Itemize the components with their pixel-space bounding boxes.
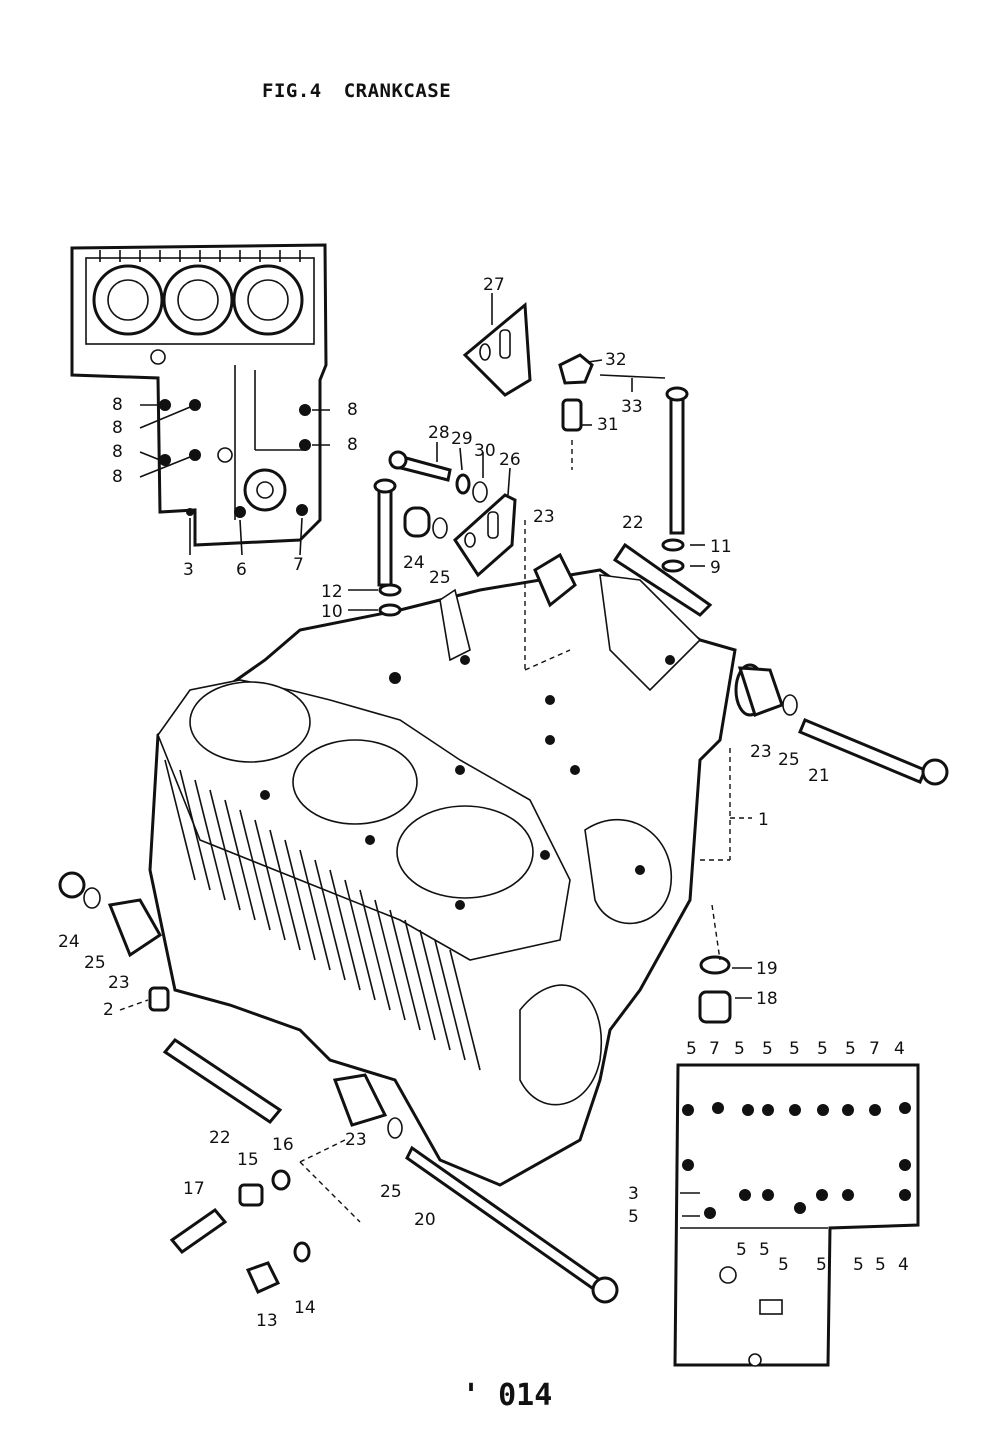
figure-number: FIG.4 [262, 80, 322, 102]
callout-8-d: 8 [112, 467, 123, 487]
callout-13: 13 [256, 1311, 278, 1331]
callout-15: 15 [237, 1150, 259, 1170]
callout-5-d: 5 [789, 1039, 800, 1059]
callout-18: 18 [756, 989, 778, 1009]
callout-22-bottom: 22 [209, 1128, 231, 1148]
callout-3-bottom: 3 [628, 1184, 639, 1204]
crankcase-body [148, 568, 737, 1187]
callout-7-top: 7 [293, 555, 304, 575]
callout-24-left: 24 [58, 932, 80, 952]
callout-31: 31 [597, 415, 619, 435]
callout-2: 2 [103, 1000, 114, 1020]
callout-5-k: 5 [816, 1255, 827, 1275]
callout-27: 27 [483, 275, 505, 295]
callout-5-a: 5 [686, 1039, 697, 1059]
page-number: ' 014 [462, 1378, 552, 1413]
callout-7-b: 7 [869, 1039, 880, 1059]
callout-4-a: 4 [894, 1039, 905, 1059]
callout-8-b: 8 [112, 418, 123, 438]
callout-22-top: 22 [622, 513, 644, 533]
callout-7-a: 7 [709, 1039, 720, 1059]
callout-5-j: 5 [778, 1255, 789, 1275]
callout-4-b: 4 [898, 1255, 909, 1275]
figure-name: CRANKCASE [343, 80, 452, 102]
callout-8-e: 8 [347, 400, 358, 420]
loose-parts [58, 301, 949, 1304]
inset-upper-case-view [70, 243, 328, 547]
callout-5-l: 5 [853, 1255, 864, 1275]
callout-20: 20 [414, 1210, 436, 1230]
callout-23-top: 23 [533, 507, 555, 527]
callout-25-bottom: 25 [380, 1182, 402, 1202]
callout-14: 14 [294, 1298, 316, 1318]
callout-5-m: 5 [875, 1255, 886, 1275]
callout-5-e: 5 [817, 1039, 828, 1059]
page-mark: ' [462, 1378, 481, 1413]
callout-5-c: 5 [762, 1039, 773, 1059]
callout-32: 32 [605, 350, 627, 370]
callout-16: 16 [272, 1135, 294, 1155]
callout-9: 9 [710, 558, 721, 578]
callout-25-right: 25 [778, 750, 800, 770]
callout-6: 6 [236, 560, 247, 580]
callout-8-f: 8 [347, 435, 358, 455]
figure-title: FIG.4 CRANKCASE [262, 80, 473, 102]
callout-25-left: 25 [84, 953, 106, 973]
callout-23-left: 23 [108, 973, 130, 993]
callout-28: 28 [428, 423, 450, 443]
callout-labels: 27 32 33 31 28 29 30 26 23 22 11 9 12 10… [58, 275, 909, 1331]
callout-11: 11 [710, 537, 732, 557]
callout-5-g: 5 [628, 1207, 639, 1227]
callout-21: 21 [808, 766, 830, 786]
callout-5-b: 5 [734, 1039, 745, 1059]
callout-25-top: 25 [429, 568, 451, 588]
callout-30: 30 [474, 441, 496, 461]
callout-33: 33 [621, 397, 643, 417]
callout-5-h: 5 [736, 1240, 747, 1260]
callout-8-c: 8 [112, 442, 123, 462]
callout-19: 19 [756, 959, 778, 979]
callout-12: 12 [321, 582, 343, 602]
callout-3-top: 3 [183, 560, 194, 580]
callout-23-bottom: 23 [345, 1130, 367, 1150]
page-number-value: 014 [498, 1378, 553, 1413]
callout-10: 10 [321, 602, 343, 622]
callout-24-top: 24 [403, 553, 425, 573]
callout-5-i: 5 [759, 1240, 770, 1260]
callout-23-right: 23 [750, 742, 772, 762]
callout-17: 17 [183, 1179, 205, 1199]
callout-1: 1 [758, 810, 769, 830]
callout-26: 26 [499, 450, 521, 470]
callout-5-f: 5 [845, 1039, 856, 1059]
callout-8-a: 8 [112, 395, 123, 415]
inset-lower-case-view [673, 1063, 920, 1367]
leader-lines [119, 293, 752, 1223]
callout-29: 29 [451, 429, 473, 449]
